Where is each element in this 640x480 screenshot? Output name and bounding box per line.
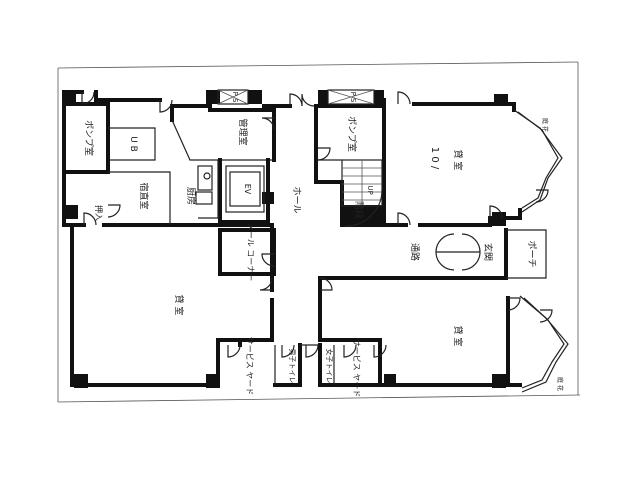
ps-label-top: P S <box>231 92 239 103</box>
ps-shafts <box>217 89 375 105</box>
room-label-stairs: 階段 <box>353 201 365 219</box>
room-label-passage: 通路 <box>409 243 421 261</box>
bay-windows <box>513 109 569 393</box>
room-label-ev: EV <box>243 184 252 195</box>
room-label-office-bottom-right: 貸 室 <box>452 326 464 347</box>
room-label-entrance: 玄関 <box>482 243 494 261</box>
kitchen-fixtures <box>195 165 213 205</box>
site-boundary <box>57 61 581 403</box>
porch-area <box>436 229 547 279</box>
ps-label-right: P S <box>349 92 357 103</box>
room-label-office-left: 貸 室 <box>173 295 185 316</box>
garden-label-bottom: 庭 花 <box>556 377 564 391</box>
room-label-shukkou: 宿直室 <box>138 182 150 209</box>
room-label-porch: ポーチ <box>526 240 537 267</box>
room-label-pump-right: ポンプ室 <box>346 116 358 152</box>
room-label-service-left: サービス ヤード <box>245 337 254 396</box>
interior-walls <box>66 102 522 387</box>
office-annotation-mark: 1 0 / <box>429 147 440 170</box>
room-label-womens-wc: 女子トイレ <box>325 349 334 384</box>
room-label-hall: ホール <box>291 186 302 213</box>
room-label-ub: U B <box>128 136 138 152</box>
staircase <box>341 159 383 227</box>
stairs-up-label: UP <box>366 185 374 194</box>
garden-label-top: 庭 花 <box>541 118 549 132</box>
room-label-mens-wc: 男子トイレ <box>288 349 296 384</box>
room-label-mail: メール コーナー <box>246 223 255 282</box>
room-label-oshiire: 押入 <box>94 205 104 221</box>
room-label-kanri: 管理室 <box>237 118 249 145</box>
room-label-kitchen: 厨房 <box>185 187 197 205</box>
door-swings <box>81 91 553 358</box>
elevator-shaft <box>225 165 265 213</box>
structural-columns <box>62 90 508 388</box>
room-label-service-right: サービス ヤード <box>352 339 361 398</box>
room-label-pump-left: ポンプ室 <box>83 120 95 156</box>
room-label-office-top-right: 貸 室 <box>452 150 464 171</box>
